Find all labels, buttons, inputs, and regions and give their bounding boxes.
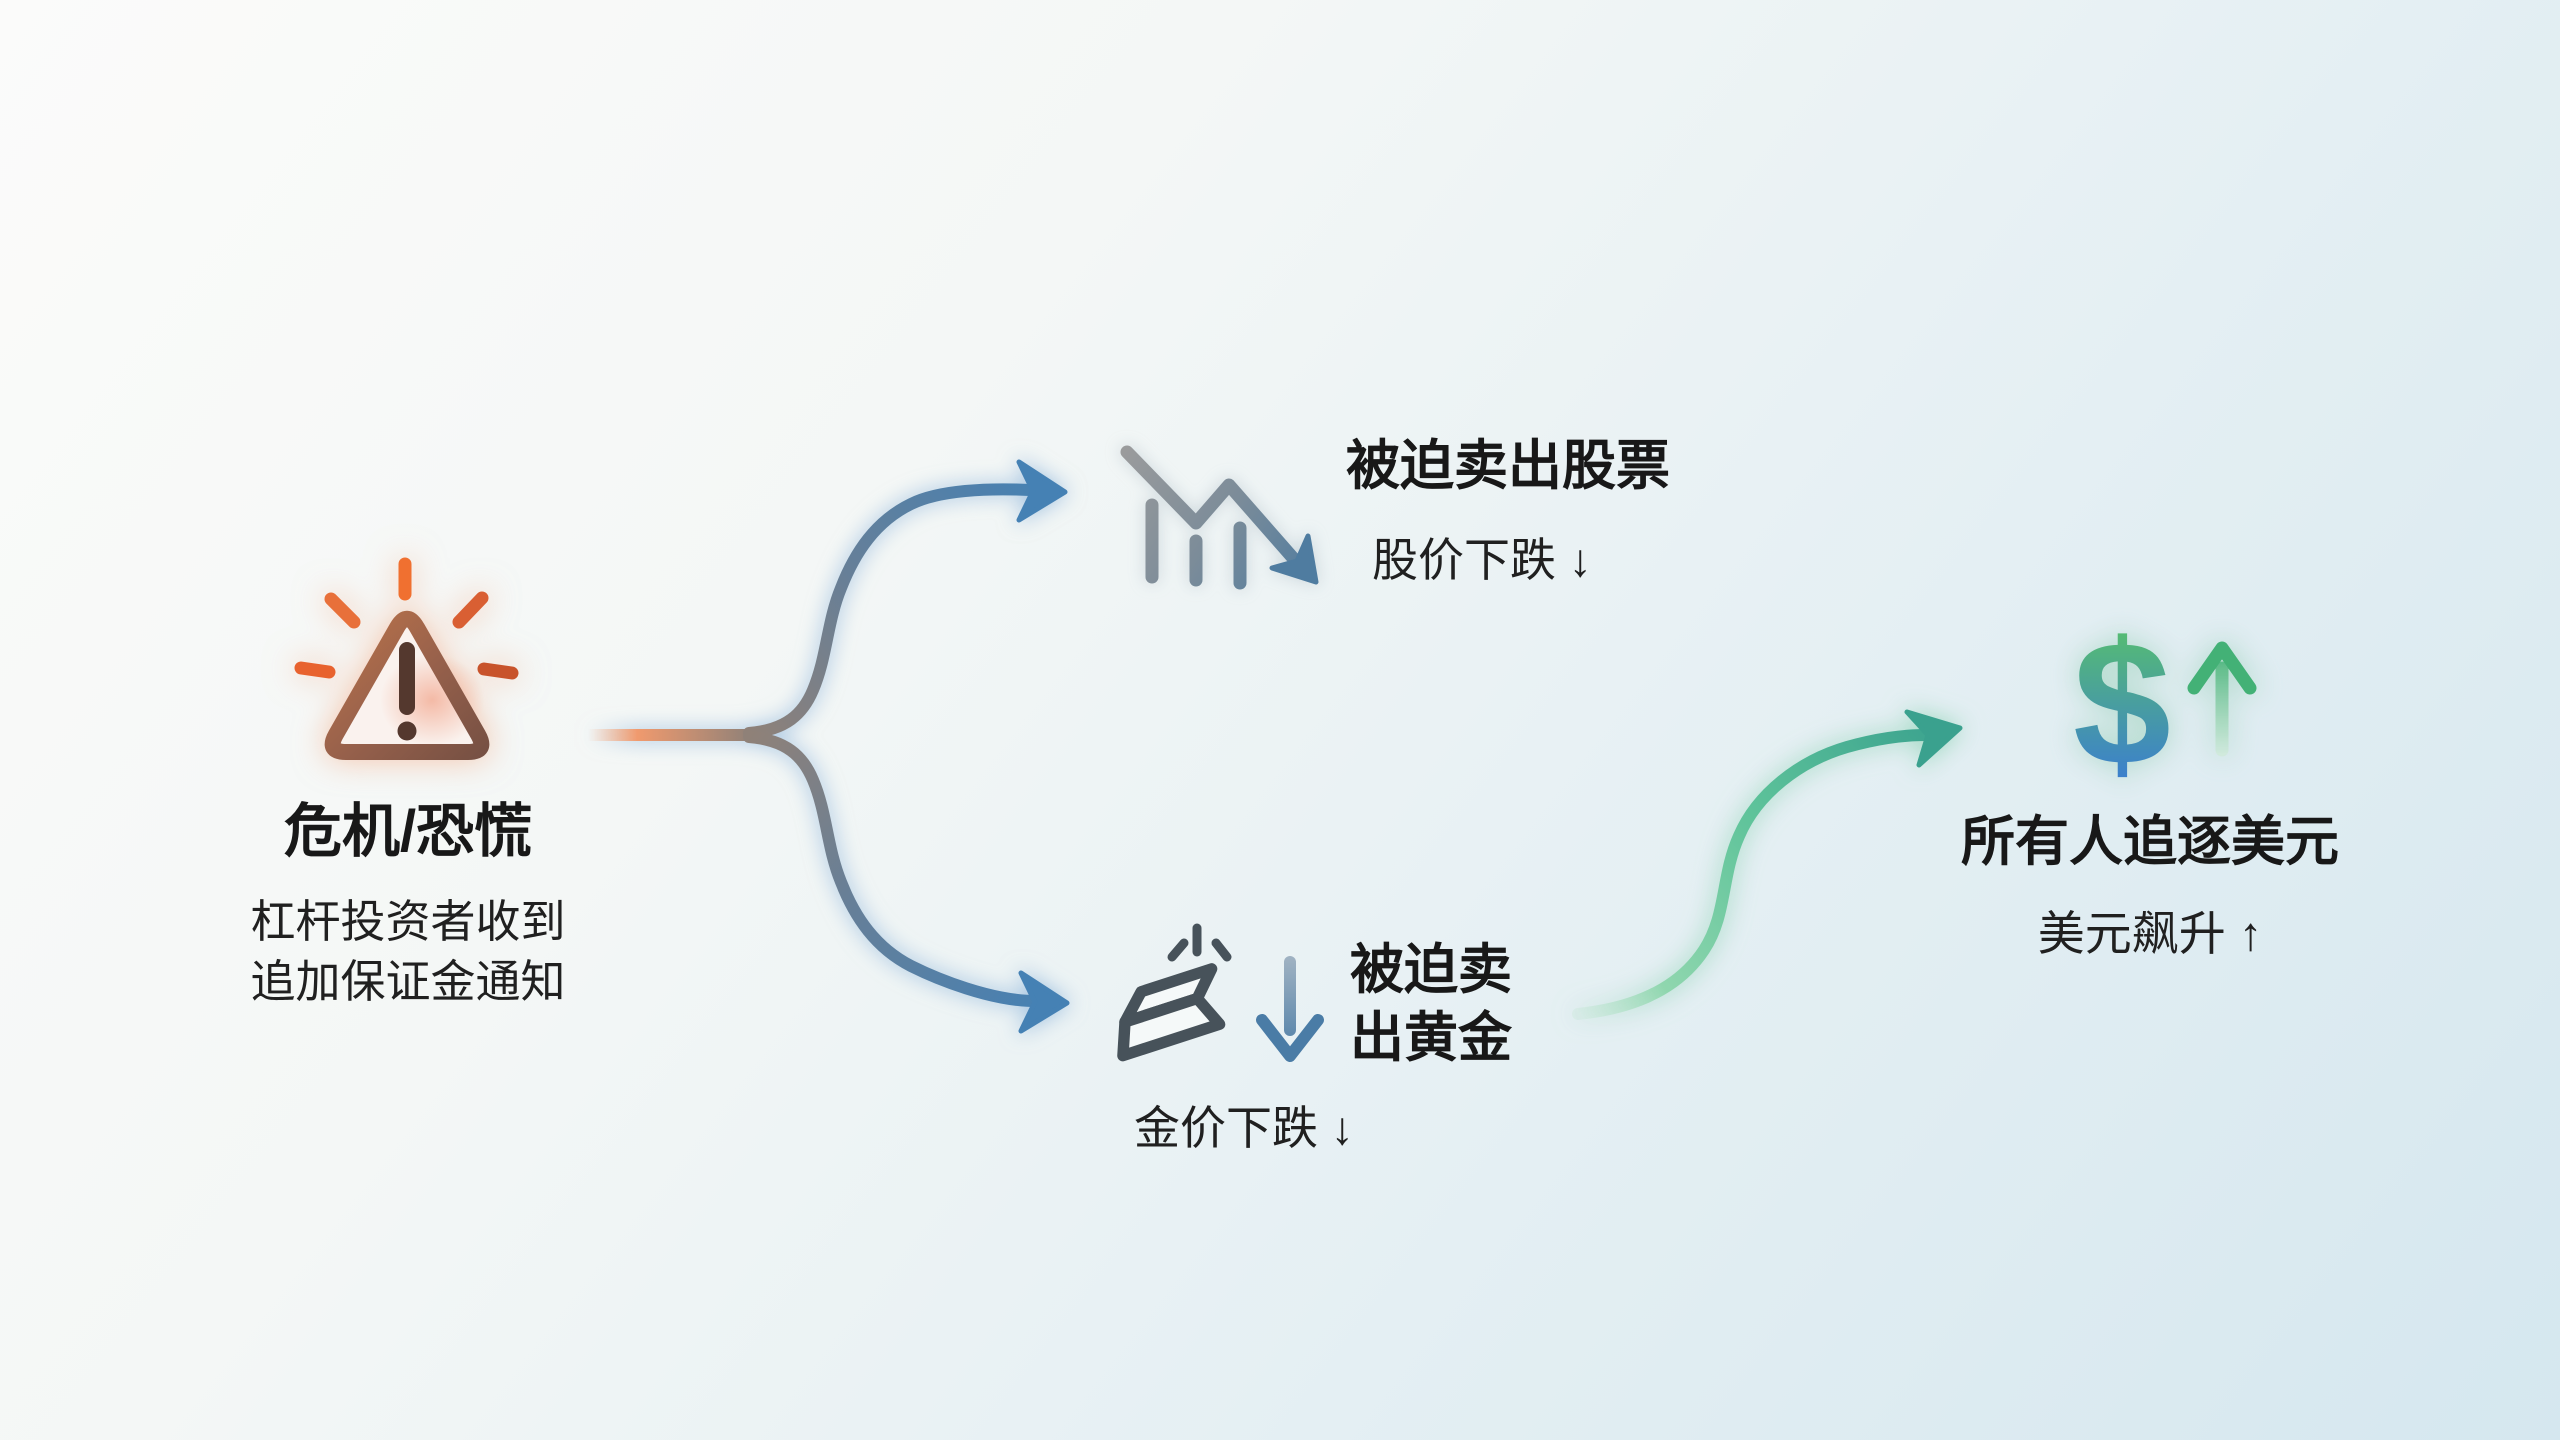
dollar-subtitle: 美元飙升 ↑: [2037, 907, 2263, 960]
dollar-up-icon: $: [2073, 606, 2257, 802]
dollar-sign-icon: $: [2073, 606, 2171, 802]
edge-green-curve: [1572, 729, 1932, 1020]
gold-subtitle: 金价下跌 ↓: [1134, 1102, 1354, 1154]
edge-crisis-to-stocks: [743, 483, 1036, 739]
chart-arrowhead: [1269, 533, 1319, 585]
gold-title-line1: 被迫卖: [1350, 940, 1512, 1000]
alert-triangle-outline: [324, 610, 490, 760]
crisis-title: 危机/恐慌: [283, 799, 533, 864]
arrowhead-dollar: [1904, 709, 1963, 768]
arrowhead-gold: [1018, 970, 1070, 1034]
fork-edges: [584, 459, 1070, 1034]
gold-title-line2: 出黄金: [1350, 1008, 1512, 1068]
arrowhead-stocks: [1016, 459, 1068, 523]
gold-bar-icon: [1117, 923, 1324, 1062]
edge-gold-to-dollar: [1572, 709, 1963, 1020]
gold-down-arrow-icon: [1256, 956, 1324, 1062]
chart-zigzag-line: [1120, 445, 1300, 565]
dollar-title: 所有人追逐美元: [1961, 812, 2339, 872]
dollar-up-arrow-icon: [2187, 641, 2257, 757]
gold-title: 被迫卖 出黄金: [1350, 936, 1512, 1072]
stocks-title: 被迫卖出股票: [1346, 436, 1670, 496]
crisis-subtitle-line2: 追加保证金通知: [250, 956, 566, 1007]
stocks-subtitle: 股价下跌 ↓: [1372, 534, 1592, 586]
crisis-subtitle-line1: 杠杆投资者收到: [250, 896, 566, 947]
declining-stock-chart-icon: [1120, 445, 1319, 590]
gold-bar-front-face: [1117, 992, 1226, 1062]
edge-crisis-to-gold: [743, 731, 1038, 1007]
alert-exclamation-dot: [397, 721, 417, 741]
alert-warning-icon: [294, 557, 519, 760]
gold-sparkle-icon: [1167, 923, 1232, 962]
crisis-subtitle: 杠杆投资者收到 追加保证金通知: [160, 892, 656, 1012]
alert-rays-icon: [294, 557, 519, 680]
